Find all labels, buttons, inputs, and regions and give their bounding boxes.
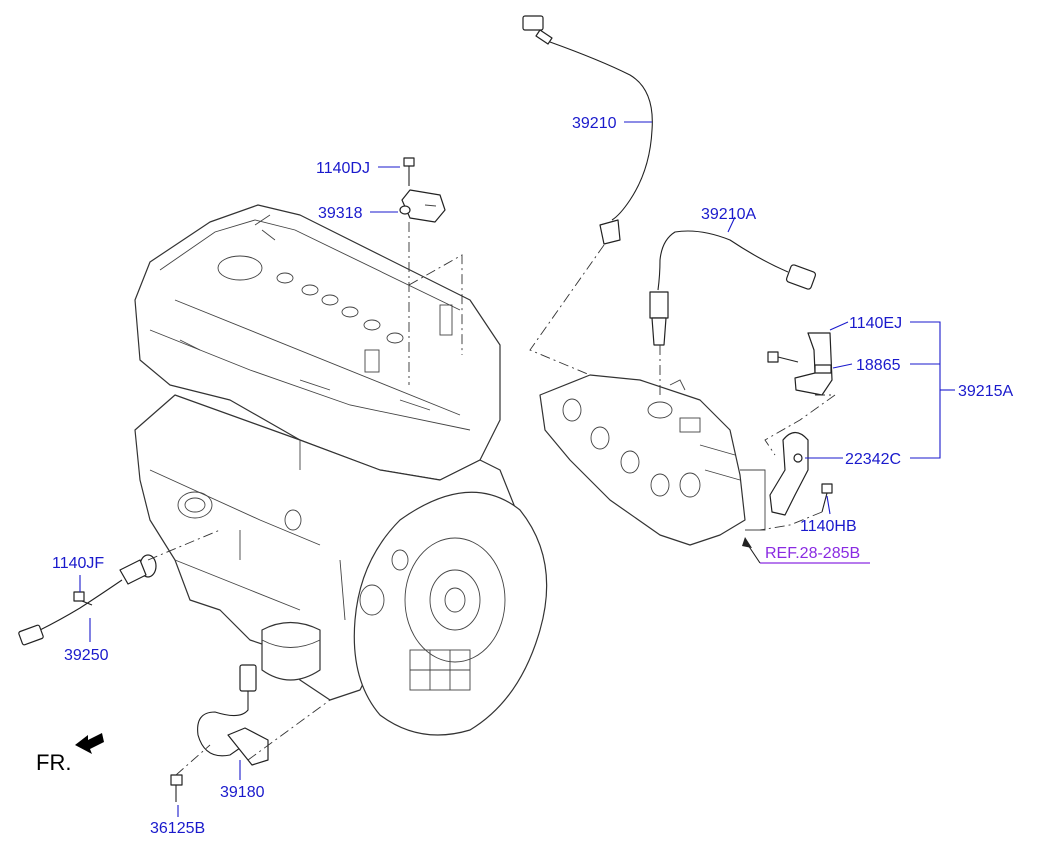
leader-lines [79, 121, 955, 817]
oxygen-sensor-39210a[interactable] [649, 230, 817, 346]
exhaust-manifold [539, 374, 766, 546]
map-sensor-39318[interactable] [399, 189, 446, 223]
front-direction-label: FR. [36, 750, 71, 775]
part-label-1140ej[interactable]: 1140EJ [849, 315, 902, 332]
bracket-22342c[interactable] [769, 431, 809, 516]
oxygen-sensor-39210[interactable] [522, 15, 653, 245]
part-label-39180[interactable]: 39180 [220, 784, 265, 801]
part-label-39215a[interactable]: 39215A [958, 383, 1013, 400]
part-label-39250[interactable]: 39250 [64, 647, 109, 664]
arrow-left-icon [75, 733, 104, 754]
bolt-1140ej[interactable] [767, 351, 799, 363]
knock-sensor-39250[interactable] [18, 554, 157, 646]
reference-lines [147, 222, 837, 776]
part-label-1140dj[interactable]: 1140DJ [316, 160, 370, 177]
part-label-1140hb[interactable]: 1140HB [800, 518, 857, 535]
engine-assembly [134, 204, 548, 736]
bolt-1140jf[interactable] [73, 591, 93, 606]
part-label-39318[interactable]: 39318 [318, 205, 363, 222]
part-label-39210a[interactable]: 39210A [701, 206, 756, 223]
part-label-22342c[interactable]: 22342C [845, 451, 901, 468]
part-label-18865[interactable]: 18865 [856, 357, 901, 374]
part-label-1140jf[interactable]: 1140JF [52, 555, 104, 572]
bolt-1140hb[interactable] [821, 483, 833, 513]
crank-sensor-39180[interactable] [197, 664, 269, 766]
bolt-36125b[interactable] [170, 774, 183, 802]
ref-link[interactable]: REF.28-285B [765, 545, 860, 562]
ref-pointer [742, 537, 870, 564]
part-label-36125b[interactable]: 36125B [150, 820, 205, 837]
part-label-39210[interactable]: 39210 [572, 115, 617, 132]
bracket-18865[interactable] [794, 332, 833, 396]
bolt-1140dj[interactable] [403, 157, 415, 186]
